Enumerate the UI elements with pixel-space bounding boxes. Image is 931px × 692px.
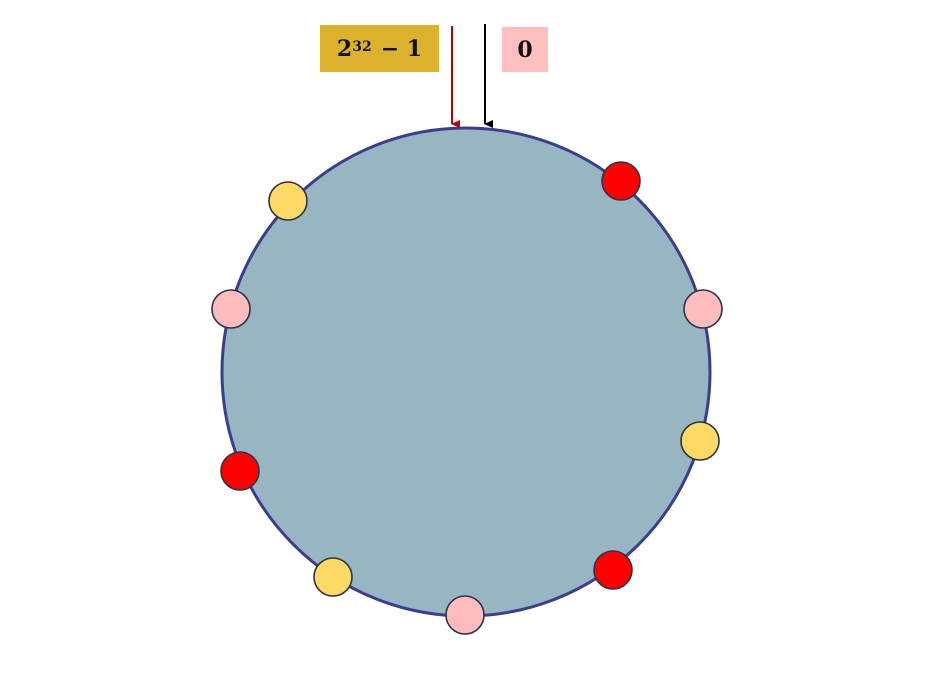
node-yellow-1: [680, 421, 720, 461]
node-pink-2: [445, 595, 485, 635]
ring-nodes: [211, 161, 723, 635]
node-red-2: [593, 550, 633, 590]
max-hash-exponent: 32: [352, 38, 372, 55]
node-red-3: [220, 451, 260, 491]
max-hash-suffix: − 1: [380, 35, 423, 62]
max-hash-base: 2: [336, 35, 353, 62]
node-yellow-2: [313, 557, 353, 597]
node-pink-3: [211, 289, 251, 329]
node-pink-1: [683, 289, 723, 329]
node-red-1: [601, 161, 641, 201]
node-yellow-3: [268, 181, 308, 221]
zero-hash-value: 0: [517, 36, 533, 63]
zero-hash-label: 0: [502, 27, 548, 72]
